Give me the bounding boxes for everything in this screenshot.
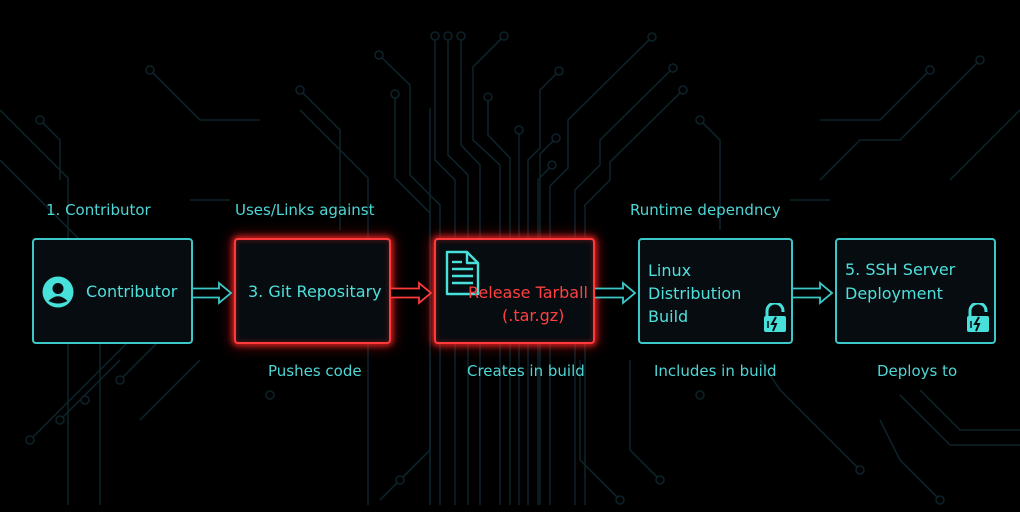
node-release-tarball-label: Release Tarball xyxy=(468,283,588,302)
arrow-contributor-to-git xyxy=(193,281,233,305)
label-contributor: 1. Contributor xyxy=(46,201,151,219)
node-git-repository[interactable]: 3. Git Repositary xyxy=(234,238,391,344)
node-linux-distribution-build[interactable]: Linux Distribution Build xyxy=(638,238,793,344)
node-ssh-server-deployment[interactable]: 5. SSH Server Deployment xyxy=(835,238,996,344)
label-creates-in-build: Creates in build xyxy=(467,362,585,380)
label-uses-links-against: Uses/Links against xyxy=(235,201,375,219)
user-icon xyxy=(42,276,74,308)
arrow-linux-to-ssh xyxy=(793,281,834,305)
node-ssh-line-2: Deployment xyxy=(845,284,943,303)
broken-lock-icon xyxy=(967,303,989,332)
node-ssh-line-1: 5. SSH Server xyxy=(845,260,956,279)
node-linux-line-2: Distribution xyxy=(648,284,742,303)
node-contributor[interactable]: Contributor xyxy=(32,238,193,344)
node-linux-line-3: Build xyxy=(648,307,689,326)
node-release-tarball-sublabel: (.tar.gz) xyxy=(502,306,565,325)
node-release-tarball[interactable]: Release Tarball (.tar.gz) xyxy=(434,238,595,344)
arrow-tarball-to-linux xyxy=(595,281,637,305)
node-git-repository-label: 3. Git Repositary xyxy=(248,282,382,301)
document-icon xyxy=(445,250,480,296)
node-linux-line-1: Linux xyxy=(648,261,692,280)
arrow-git-to-tarball xyxy=(391,281,433,305)
label-deploys-to: Deploys to xyxy=(877,362,958,380)
label-runtime-dependency: Runtime dependncy xyxy=(630,201,781,219)
label-includes-in-build: Includes in build xyxy=(654,362,777,380)
broken-lock-icon xyxy=(764,303,786,332)
node-contributor-label: Contributor xyxy=(86,282,178,301)
label-pushes-code: Pushes code xyxy=(268,362,362,380)
